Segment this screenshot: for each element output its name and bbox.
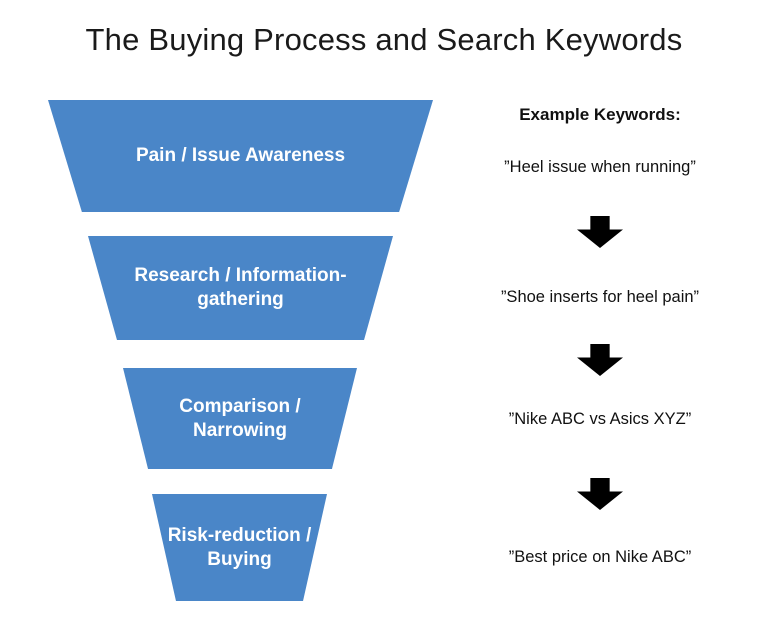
- keyword-example: ”Shoe inserts for heel pain”: [500, 288, 700, 306]
- page-title: The Buying Process and Search Keywords: [85, 22, 683, 57]
- down-arrow-icon: [577, 216, 623, 248]
- keyword-example: ”Nike ABC vs Asics XYZ”: [508, 410, 692, 428]
- keyword-example: ”Best price on Nike ABC”: [508, 548, 692, 566]
- funnel-stage-buying: Risk-reduction / Buying: [152, 494, 327, 601]
- funnel-stage-label: Risk-reduction / Buying: [167, 524, 312, 570]
- keywords-column: Example Keywords: ”Heel issue when runni…: [455, 0, 745, 633]
- funnel-stage-label: Research / Information-gathering: [134, 265, 347, 310]
- keywords-header: Example Keywords:: [519, 105, 681, 124]
- funnel-stage-label: Pain / Issue Awareness: [135, 145, 346, 167]
- funnel-stage-research: Research / Information-gathering: [88, 236, 393, 340]
- funnel-stage-awareness: Pain / Issue Awareness: [48, 100, 433, 212]
- down-arrow-icon: [577, 344, 623, 376]
- down-arrow-icon: [577, 478, 623, 510]
- funnel-stage-comparison: Comparison / Narrowing: [123, 368, 357, 469]
- funnel-stage-label: Comparison / Narrowing: [179, 395, 301, 441]
- keyword-example: ”Heel issue when running”: [504, 158, 696, 176]
